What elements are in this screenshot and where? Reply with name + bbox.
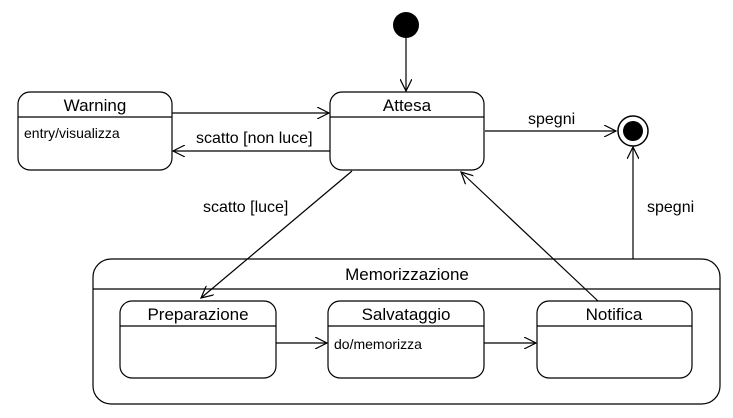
transition-notifica-to-attesa bbox=[461, 172, 599, 302]
state-warning-name: Warning bbox=[64, 96, 127, 115]
label-scatto-non-luce: scatto [non luce] bbox=[196, 130, 313, 147]
state-attesa-name: Attesa bbox=[383, 96, 432, 115]
label-spegni-right: spegni bbox=[647, 199, 694, 216]
label-scatto-luce: scatto [luce] bbox=[203, 199, 288, 216]
final-state bbox=[617, 115, 649, 147]
state-salvataggio-action: do/memorizza bbox=[334, 336, 422, 352]
state-notifica-name: Notifica bbox=[586, 305, 643, 324]
state-preparazione: Preparazione bbox=[119, 300, 277, 379]
transition-attesa-to-preparazione bbox=[201, 170, 353, 298]
label-spegni-top: spegni bbox=[528, 111, 575, 128]
initial-state bbox=[393, 12, 419, 38]
state-warning: Warning entry/visualizza bbox=[17, 91, 173, 171]
state-attesa: Attesa bbox=[329, 91, 485, 171]
state-salvataggio-name: Salvataggio bbox=[362, 305, 451, 324]
state-memorizzazione-name: Memorizzazione bbox=[345, 265, 469, 284]
state-preparazione-name: Preparazione bbox=[147, 305, 248, 324]
state-salvataggio: Salvataggio do/memorizza bbox=[327, 300, 485, 379]
state-notifica: Notifica bbox=[536, 300, 693, 379]
state-warning-action: entry/visualizza bbox=[24, 125, 120, 141]
